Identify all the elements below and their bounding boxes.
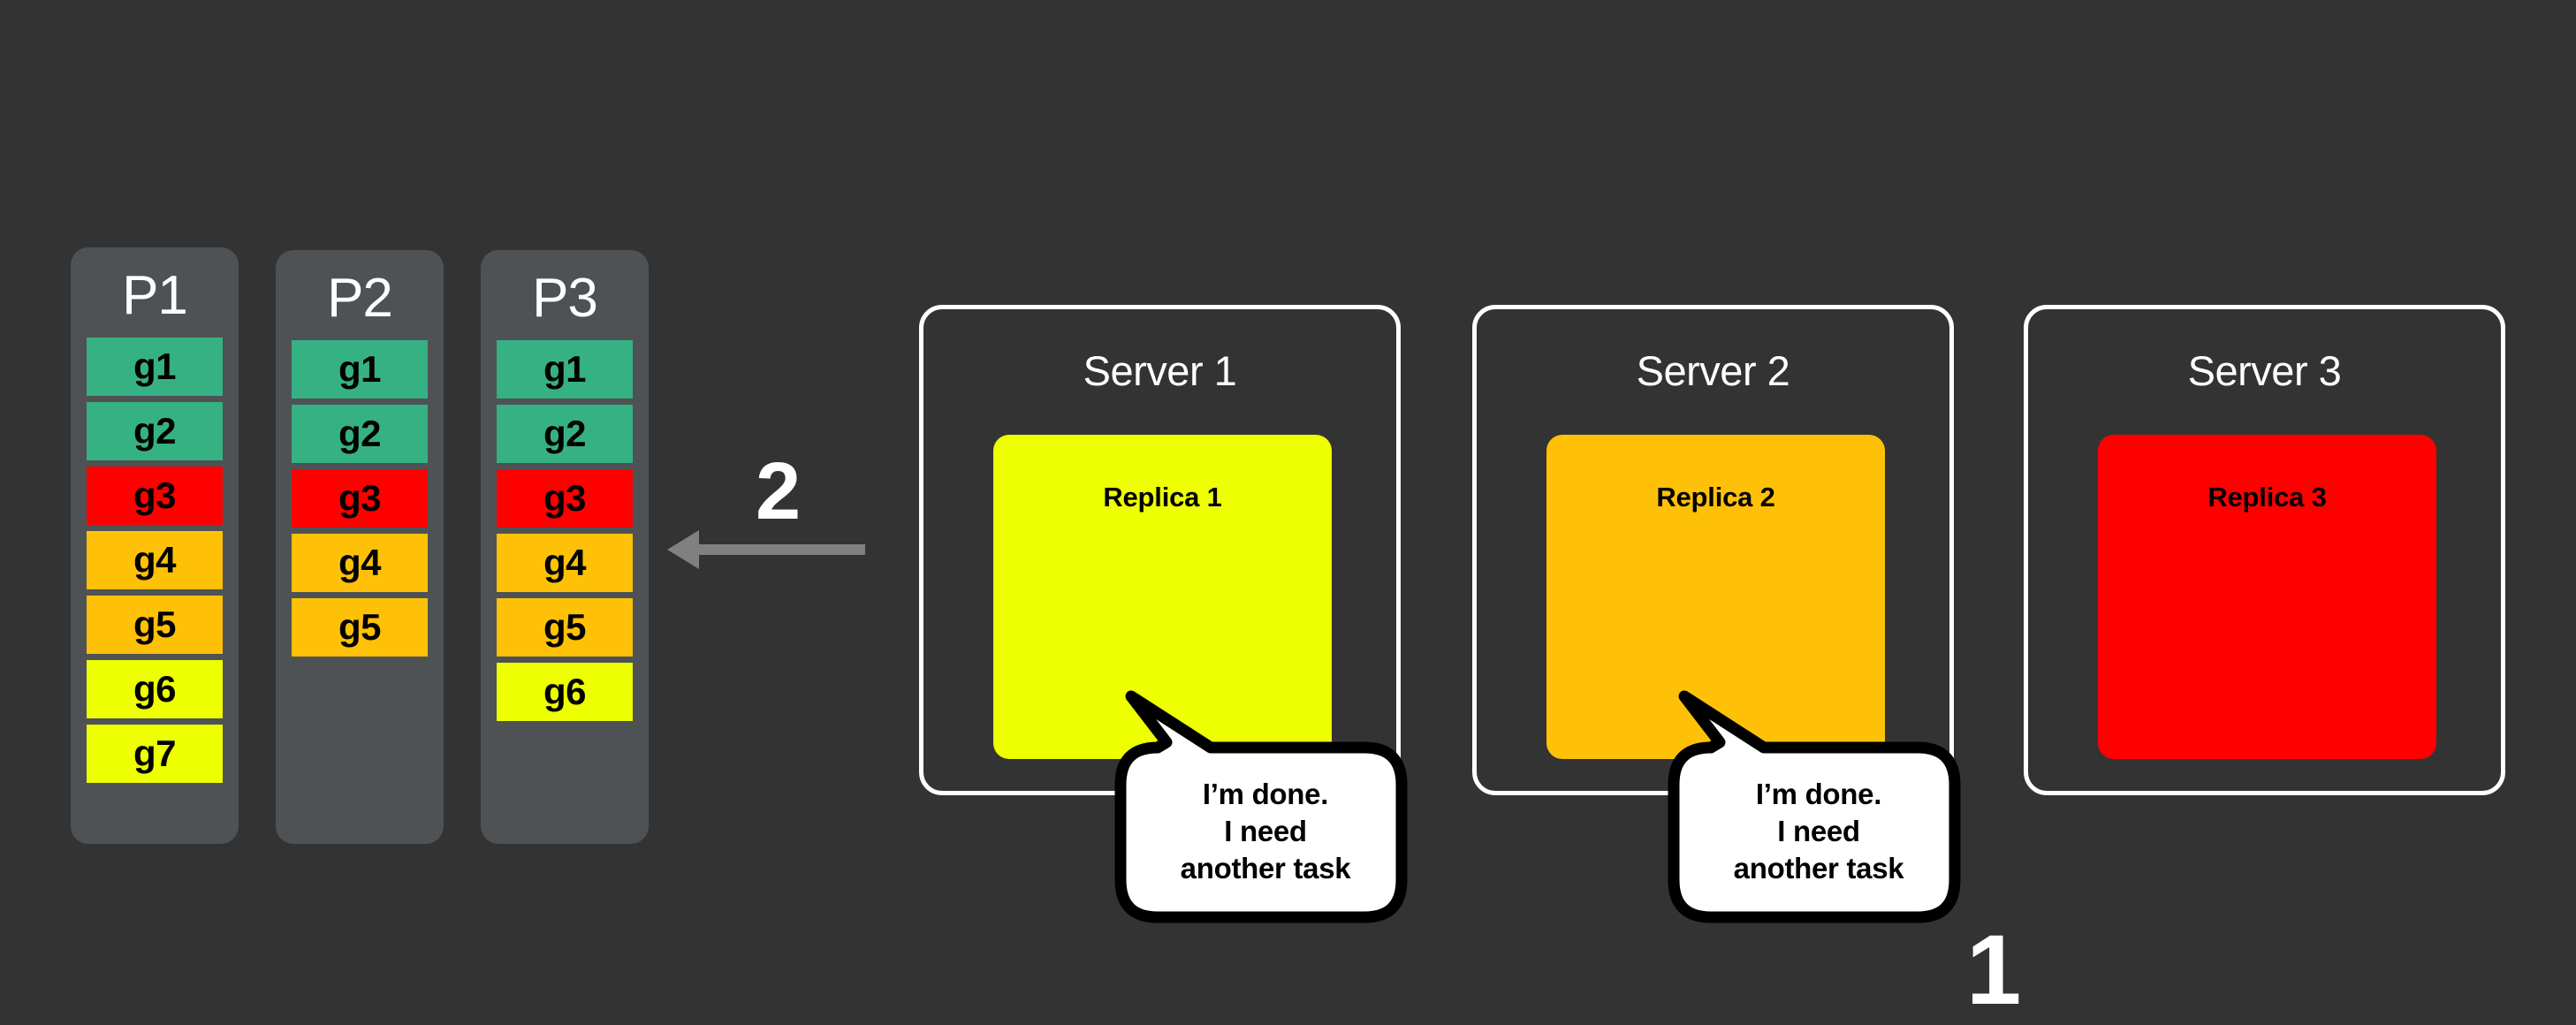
partition-cell-list: g1 g2 g3 g4 g5 g6: [481, 340, 649, 721]
partition-column-p2[interactable]: P2 g1 g2 g3 g4 g5: [276, 250, 444, 844]
speech-bubble-server-1[interactable]: I’m done. I need another task: [1112, 690, 1430, 933]
partition-cell[interactable]: g4: [87, 531, 223, 589]
partition-cell[interactable]: g5: [497, 598, 633, 657]
speech-bubble-shape: [1668, 690, 1961, 923]
partition-cell[interactable]: g5: [292, 598, 428, 657]
arrow-left-icon: [667, 530, 865, 569]
partition-cell[interactable]: g2: [497, 405, 633, 463]
partition-cell[interactable]: g5: [87, 596, 223, 654]
partition-cell[interactable]: g6: [497, 663, 633, 721]
speech-bubble-text: I’m done. I need another task: [1733, 778, 1904, 885]
partition-title: P1: [122, 265, 188, 326]
replica-label: Replica 3: [2207, 482, 2327, 512]
partition-title: P2: [327, 268, 393, 329]
partition-cell[interactable]: g4: [292, 534, 428, 592]
speech-bubble-shape: [1114, 690, 1408, 923]
partition-column-p3[interactable]: P3 g1 g2 g3 g4 g5 g6: [481, 250, 649, 844]
partition-cell[interactable]: g2: [87, 402, 223, 460]
replica-label: Replica 1: [1103, 482, 1222, 512]
speech-bubble-server-2[interactable]: I’m done. I need another task: [1665, 690, 1983, 933]
partition-cell[interactable]: g3: [497, 469, 633, 528]
step-number-2: 2: [756, 446, 801, 536]
step-number-1: 1: [1966, 915, 2021, 1025]
partition-cell[interactable]: g6: [87, 660, 223, 718]
partition-cell[interactable]: g1: [292, 340, 428, 399]
server-title: Server 2: [1636, 347, 1790, 394]
partition-cell[interactable]: g3: [87, 467, 223, 525]
replica-box-1[interactable]: Replica 1: [993, 435, 1332, 759]
replica-box-3[interactable]: Replica 3: [2098, 435, 2436, 759]
partition-cell-list: g1 g2 g3 g4 g5 g6 g7: [71, 338, 239, 783]
partition-cell[interactable]: g1: [87, 338, 223, 396]
partition-title: P3: [532, 268, 598, 329]
partition-cell[interactable]: g2: [292, 405, 428, 463]
partition-column-p1[interactable]: P1 g1 g2 g3 g4 g5 g6 g7: [71, 247, 239, 844]
server-title: Server 3: [2187, 347, 2342, 394]
partition-cell[interactable]: g1: [497, 340, 633, 399]
partition-cell-list: g1 g2 g3 g4 g5: [276, 340, 444, 657]
server-title: Server 1: [1083, 347, 1237, 394]
partition-cell[interactable]: g4: [497, 534, 633, 592]
diagram-canvas: P1 g1 g2 g3 g4 g5 g6 g7 P2 g1 g2 g3 g4 g…: [71, 247, 2505, 1020]
task-request-arrow-group: 2: [667, 442, 897, 583]
speech-bubble-text: I’m done. I need another task: [1180, 778, 1351, 885]
replica-label: Replica 2: [1656, 482, 1775, 512]
partition-cell[interactable]: g3: [292, 469, 428, 528]
partition-cell[interactable]: g7: [87, 725, 223, 783]
replica-box-2[interactable]: Replica 2: [1546, 435, 1885, 759]
server-box-3[interactable]: Server 3: [2024, 305, 2505, 795]
